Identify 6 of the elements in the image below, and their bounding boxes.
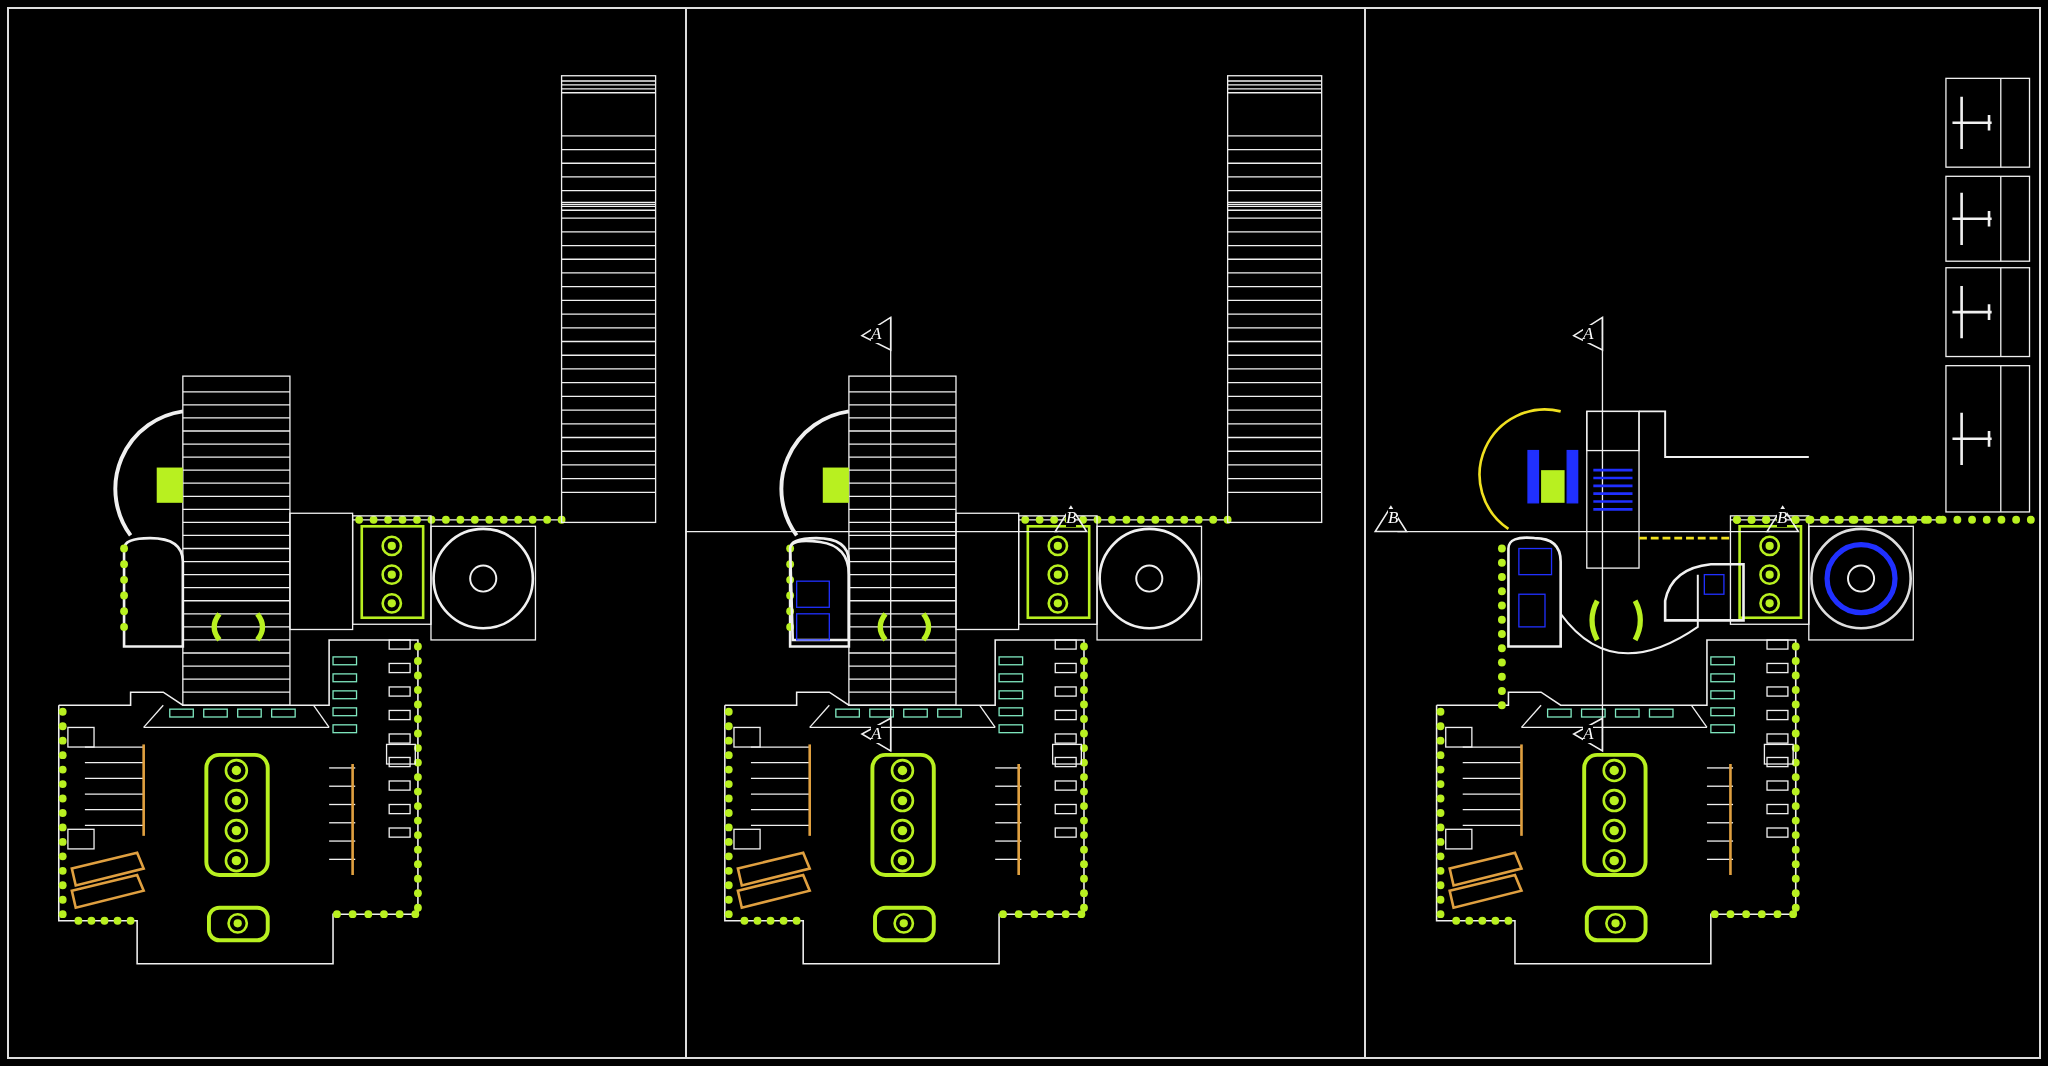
section-marker-letter: A bbox=[871, 725, 882, 743]
section-marker-letter: A bbox=[1583, 725, 1594, 743]
section-marker-letter: A bbox=[1583, 325, 1594, 343]
section-marker-letter: B bbox=[1066, 509, 1077, 527]
section-marker-letter: B bbox=[1777, 509, 1788, 527]
section-marker-letter: A bbox=[871, 325, 882, 343]
